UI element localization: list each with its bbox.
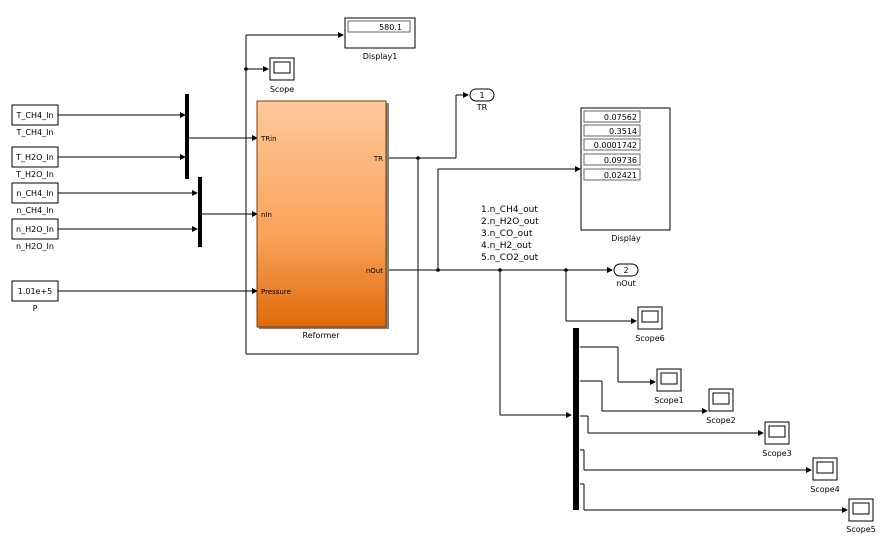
n-h2o-in-block[interactable]: n_H2O_In n_H2O_In [11,218,59,251]
scope2-label: Scope2 [706,416,735,425]
display1-block[interactable]: 580.1 Display1 [344,17,416,61]
display-block[interactable]: 0.07562 0.3514 0.0001742 0.09736 0.02421… [580,107,671,243]
svg-text:5.n_CO2_out: 5.n_CO2_out [481,253,539,263]
outport-tr-label: TR [476,103,488,112]
scope6-block[interactable]: Scope6 [635,306,665,343]
mux-temperature[interactable] [185,94,189,179]
mux-flow[interactable] [198,177,202,247]
t-h2o-in-block[interactable]: T_H2O_In T_H2O_In [11,146,59,179]
branch-points [244,67,568,272]
scope1-label: Scope1 [654,396,683,405]
svg-text:1: 1 [479,91,484,100]
svg-text:2.n_H2O_out: 2.n_H2O_out [481,217,539,227]
outport-nout[interactable]: 2 nOut [613,263,639,288]
reformer-subsystem[interactable]: TRin nIn Pressure TR nOut Reformer [256,100,389,340]
port-pressure: Pressure [261,288,291,296]
svg-text:2: 2 [623,266,628,275]
demux-nout[interactable] [573,328,579,510]
t-h2o-in-label: T_H2O_In [15,170,54,179]
scope6-label: Scope6 [635,334,664,343]
display-value-2: 0.3514 [609,127,637,136]
scope1-block[interactable]: Scope1 [654,368,684,405]
signal-annotation: 1.n_CH4_out 2.n_H2O_out 3.n_CO_out 4.n_H… [481,205,539,263]
scope5-block[interactable]: Scope5 [846,498,876,534]
display-value-5: 0.02421 [604,171,637,180]
display-value-3: 0.0001742 [594,141,637,150]
n-ch4-in-block[interactable]: n_CH4_In n_CH4_In [11,182,59,215]
port-tr: TR [373,155,383,163]
display-label: Display [611,234,641,243]
display1-label: Display1 [363,52,398,61]
svg-text:T_H2O_In: T_H2O_In [15,153,54,162]
pressure-constant-block[interactable]: 1.01e+5 P [11,280,59,313]
scope3-block[interactable]: Scope3 [762,421,792,458]
scope4-label: Scope4 [810,485,839,494]
pressure-label: P [33,304,38,313]
outport-nout-label: nOut [616,279,636,288]
port-nin: nIn [261,211,272,219]
port-nout: nOut [366,267,383,275]
svg-text:n_H2O_In: n_H2O_In [16,225,54,234]
svg-text:T_CH4_In: T_CH4_In [15,111,53,120]
scope5-label: Scope5 [846,525,875,534]
scope3-label: Scope3 [762,449,791,458]
n-ch4-in-label: n_CH4_In [16,206,53,215]
svg-text:4.n_H2_out: 4.n_H2_out [481,241,532,251]
svg-text:n_CH4_In: n_CH4_In [16,189,53,198]
display1-value: 580.1 [379,23,402,32]
svg-text:1.n_CH4_out: 1.n_CH4_out [481,205,538,215]
svg-text:1.01e+5: 1.01e+5 [18,287,53,296]
scope2-block[interactable]: Scope2 [706,388,736,425]
port-trin: TRin [260,135,277,143]
t-ch4-in-block[interactable]: T_CH4_In T_CH4_In [11,104,59,137]
display-value-4: 0.09736 [604,156,637,165]
n-h2o-in-label: n_H2O_In [16,242,54,251]
scope4-block[interactable]: Scope4 [810,457,840,494]
reformer-label: Reformer [303,331,341,340]
outport-tr[interactable]: 1 TR [469,88,495,112]
svg-text:3.n_CO_out: 3.n_CO_out [481,229,533,239]
signal-lines [58,32,848,513]
scope-label: Scope [270,85,294,94]
t-ch4-in-label: T_CH4_In [15,128,53,137]
display-value-1: 0.07562 [604,113,637,122]
scope-block[interactable]: Scope [269,57,295,94]
